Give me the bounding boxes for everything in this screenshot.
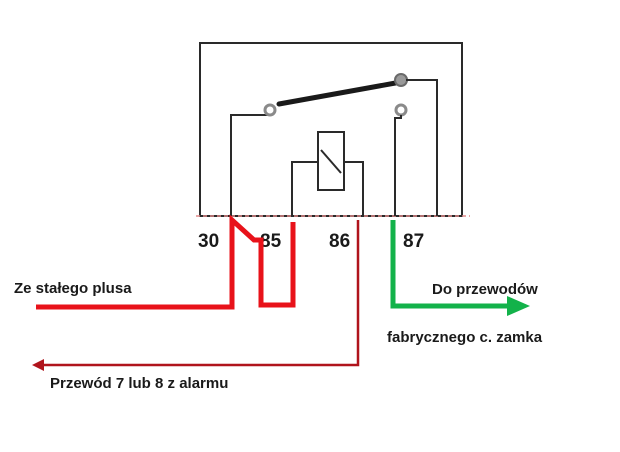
constant-plus-wire bbox=[36, 214, 296, 310]
common-contact-pivot bbox=[263, 103, 277, 117]
nc-contact-wire bbox=[406, 79, 438, 216]
pin-85-label: 85 bbox=[260, 231, 282, 252]
output-wire-arrowhead bbox=[507, 296, 530, 316]
alarm-wire-arrowhead bbox=[32, 359, 44, 371]
pin-86-label: 86 bbox=[329, 231, 350, 252]
constant-plus-label: Ze stałego plusa bbox=[14, 280, 132, 297]
coil-winding bbox=[320, 149, 342, 174]
output-wire bbox=[390, 220, 508, 309]
no-contact bbox=[394, 103, 408, 117]
no-contact-wire bbox=[394, 115, 402, 216]
factory-lock-label: fabrycznego c. zamka bbox=[387, 329, 543, 346]
alarm-wire-label: Przewód 7 lub 8 z alarmu bbox=[50, 375, 228, 392]
common-contact-wire bbox=[230, 114, 270, 216]
pin-87-label: 87 bbox=[403, 231, 424, 252]
nc-contact bbox=[394, 73, 408, 87]
to-wires-label: Do przewodów bbox=[432, 281, 538, 298]
alarm-wire bbox=[42, 220, 360, 367]
pin-30-label: 30 bbox=[198, 231, 219, 252]
switch-arm bbox=[276, 79, 404, 107]
